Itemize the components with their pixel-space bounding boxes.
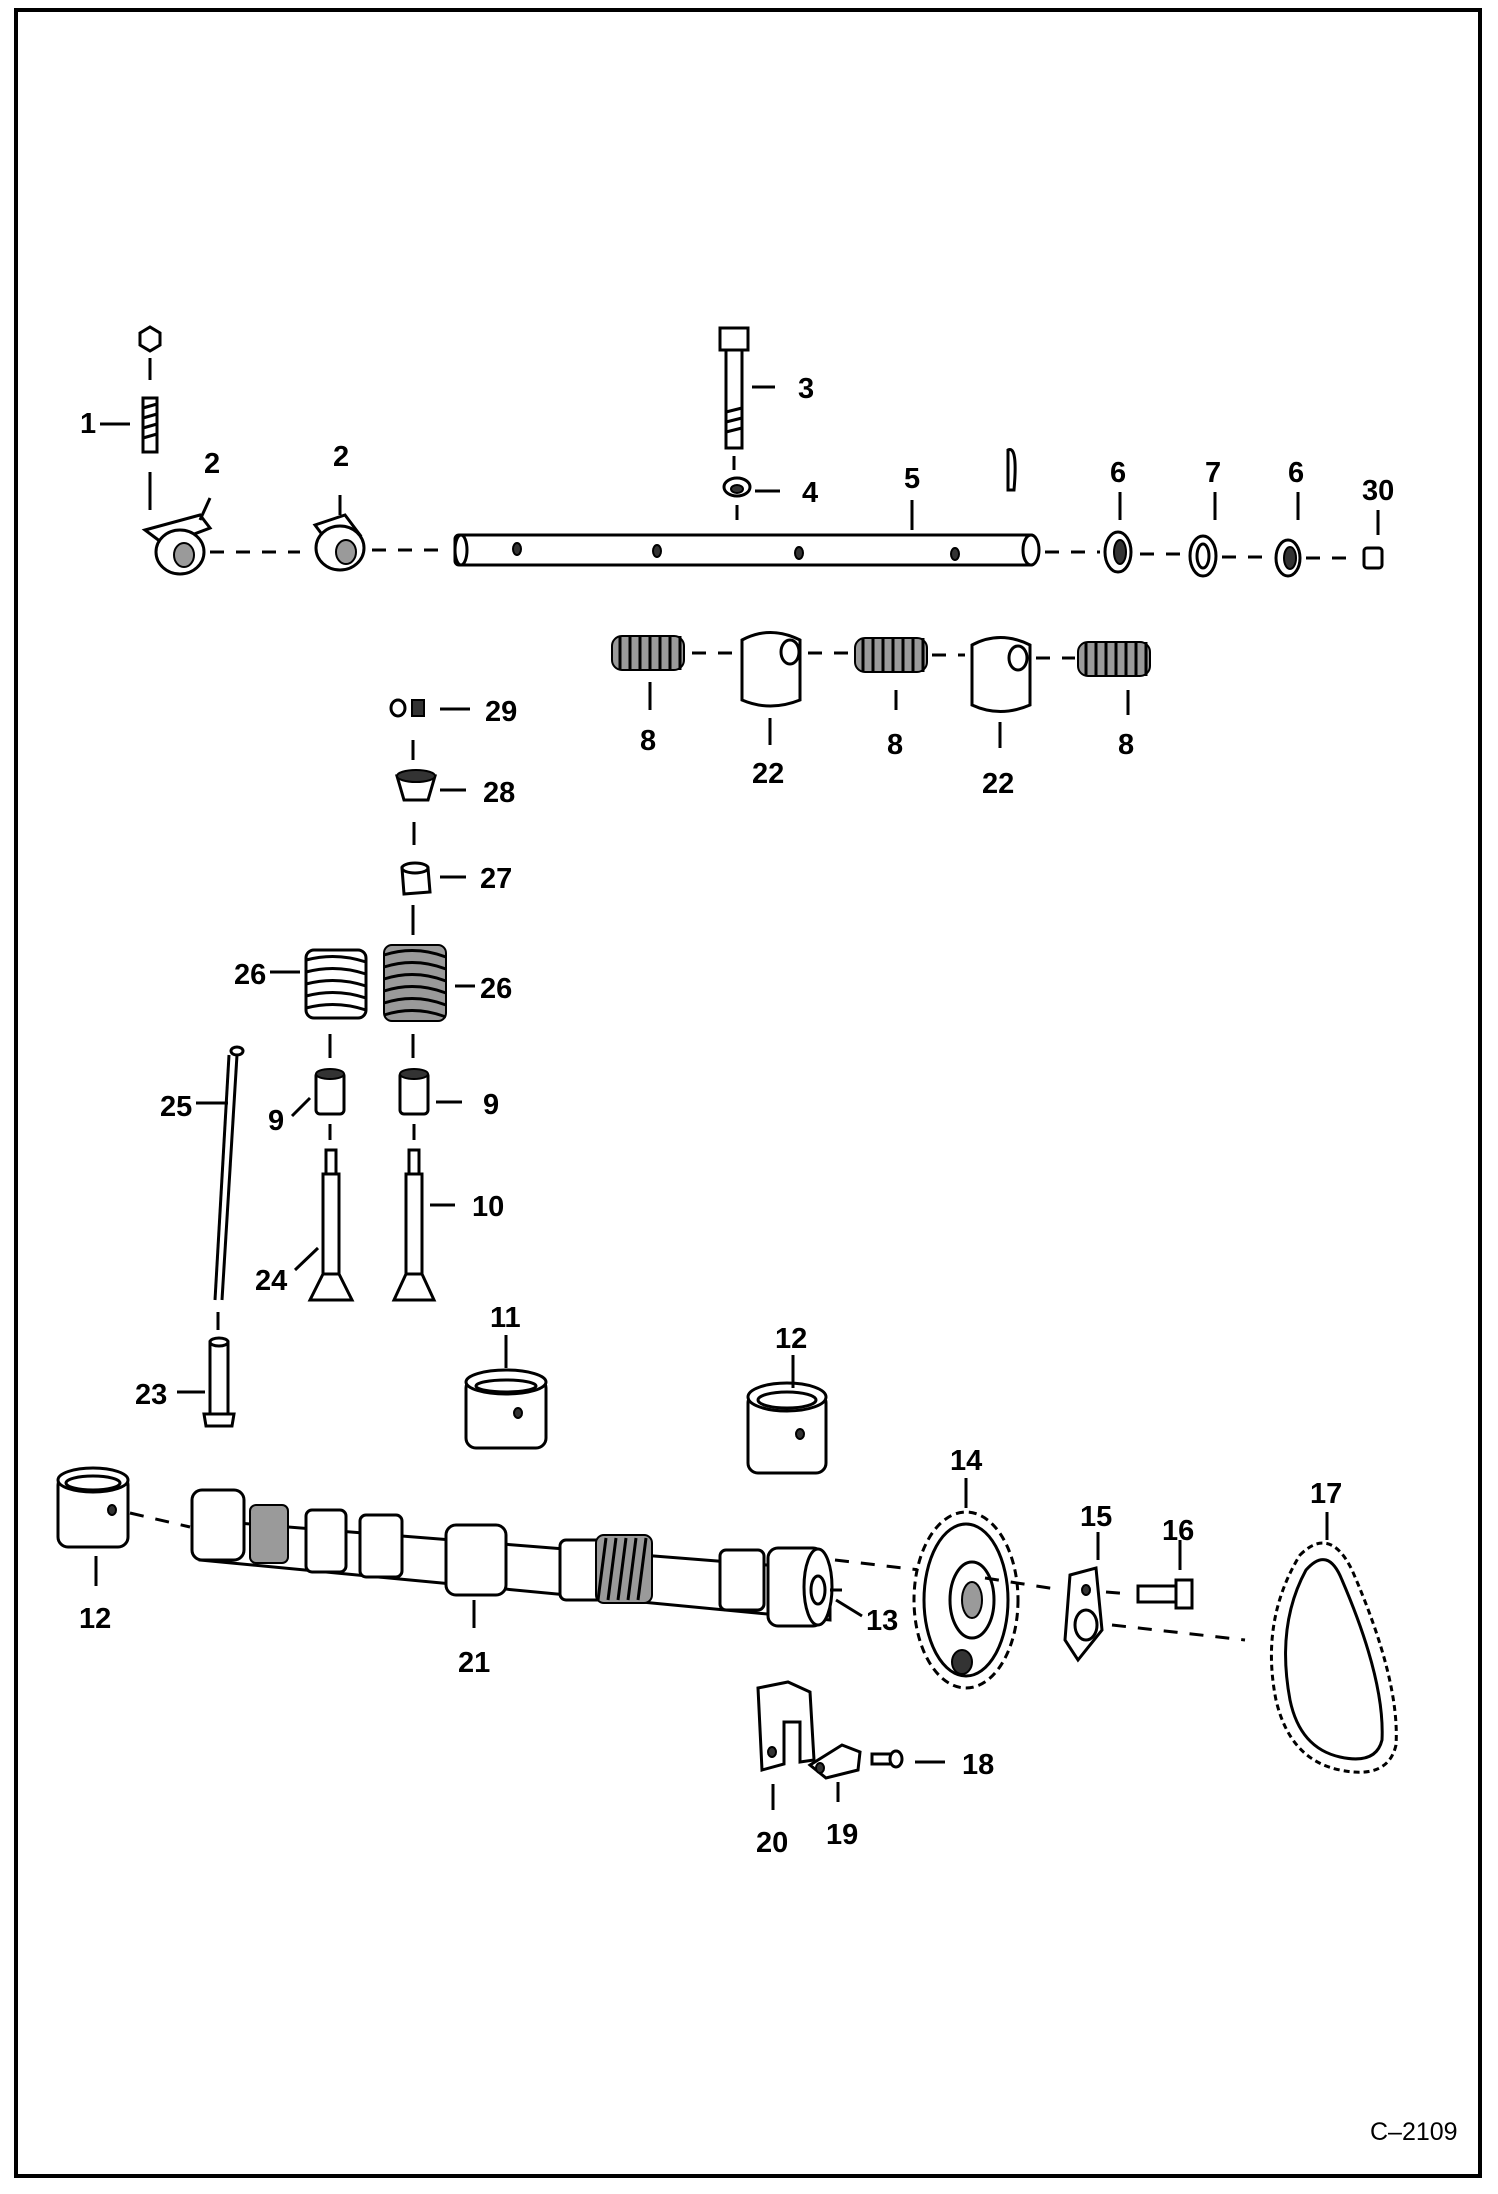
part-3-bolt (718, 326, 750, 470)
part-28-spring-retainer (395, 769, 437, 802)
callout-8a: 8 (640, 725, 656, 757)
callout-12-left: 12 (79, 1603, 111, 1635)
callout-24: 24 (255, 1265, 287, 1297)
part-24-valve-left (307, 1148, 355, 1302)
part-19-lock-plate (807, 1743, 862, 1802)
callout-6-right: 6 (1288, 457, 1304, 489)
part-22-rocker-support-b (970, 636, 1032, 748)
part-6-washer-right (1274, 492, 1302, 578)
callout-14: 14 (950, 1445, 982, 1477)
callout-13: 13 (866, 1605, 898, 1637)
part-5-rocker-shaft (453, 533, 1041, 567)
callout-8c: 8 (1118, 729, 1134, 761)
part-1-adjusting-screw (138, 325, 162, 510)
callout-17: 17 (1310, 1478, 1342, 1510)
diagram-frame (14, 8, 1482, 2178)
callout-22b: 22 (982, 768, 1014, 800)
callout-21: 21 (458, 1647, 490, 1679)
part-16-bolt (1136, 1540, 1194, 1610)
callout-9-left: 9 (268, 1105, 284, 1137)
callout-4: 4 (802, 477, 818, 509)
callout-15: 15 (1080, 1501, 1112, 1533)
part-30-plug (1362, 510, 1384, 570)
part-11-cam-bearing (464, 1335, 548, 1450)
part-12-cam-bearing-left (56, 1466, 130, 1586)
callout-3: 3 (798, 373, 814, 405)
part-6-washer-left (1103, 492, 1133, 574)
callout-11: 11 (490, 1302, 521, 1334)
callout-20: 20 (756, 1827, 788, 1859)
callout-29: 29 (485, 696, 517, 728)
part-8-spring-a (611, 635, 685, 710)
part-8-spring-c (1077, 641, 1151, 715)
part-2-rocker-arm-left (141, 497, 213, 576)
part-4-washer (722, 476, 752, 520)
part-18-screw (870, 1749, 904, 1769)
callout-26-right: 26 (480, 973, 512, 1005)
callout-25: 25 (160, 1091, 192, 1123)
part-9-valve-guide-left (314, 1068, 346, 1140)
part-8-spring-b (854, 637, 928, 710)
part-25-push-rod (213, 1045, 245, 1330)
callout-1: 1 (80, 408, 96, 440)
part-15-thrust-plate (1063, 1532, 1104, 1663)
callout-16: 16 (1162, 1515, 1194, 1547)
part-23-tappet (202, 1336, 236, 1428)
callout-28: 28 (483, 777, 515, 809)
part-14-cam-sprocket (912, 1478, 1020, 1690)
callout-5: 5 (904, 463, 920, 495)
figure-code: C–2109 (1370, 2118, 1458, 2146)
part-20-bracket (756, 1680, 816, 1810)
part-12-cam-bearing-upper (746, 1355, 828, 1475)
callout-2-left: 2 (204, 448, 220, 480)
cotter-pin (1006, 448, 1017, 492)
part-10-valve-right (391, 1148, 437, 1302)
callout-27: 27 (480, 863, 512, 895)
part-2-rocker-arm-right (312, 495, 366, 572)
callout-26-left: 26 (234, 959, 266, 991)
callout-30: 30 (1362, 475, 1394, 507)
part-26-valve-spring-right (383, 944, 447, 1022)
callout-6-left: 6 (1110, 457, 1126, 489)
part-27-valve-cap (400, 861, 432, 896)
part-29-valve-keepers (389, 698, 425, 718)
part-21-camshaft (190, 1488, 842, 1628)
callout-23: 23 (135, 1379, 167, 1411)
callout-12-upper: 12 (775, 1323, 807, 1355)
callout-10: 10 (472, 1191, 504, 1223)
callout-7: 7 (1205, 457, 1221, 489)
callout-19: 19 (826, 1819, 858, 1851)
part-7-washer (1188, 492, 1218, 578)
part-22-rocker-support-a (740, 631, 802, 745)
callout-18: 18 (962, 1749, 994, 1781)
part-9-valve-guide-right (398, 1068, 430, 1140)
callout-2-right: 2 (333, 441, 349, 473)
part-26-valve-spring-left (304, 948, 368, 1020)
callout-8b: 8 (887, 729, 903, 761)
part-17-timing-chain (1269, 1512, 1398, 1774)
callout-9-right: 9 (483, 1089, 499, 1121)
callout-22a: 22 (752, 758, 784, 790)
